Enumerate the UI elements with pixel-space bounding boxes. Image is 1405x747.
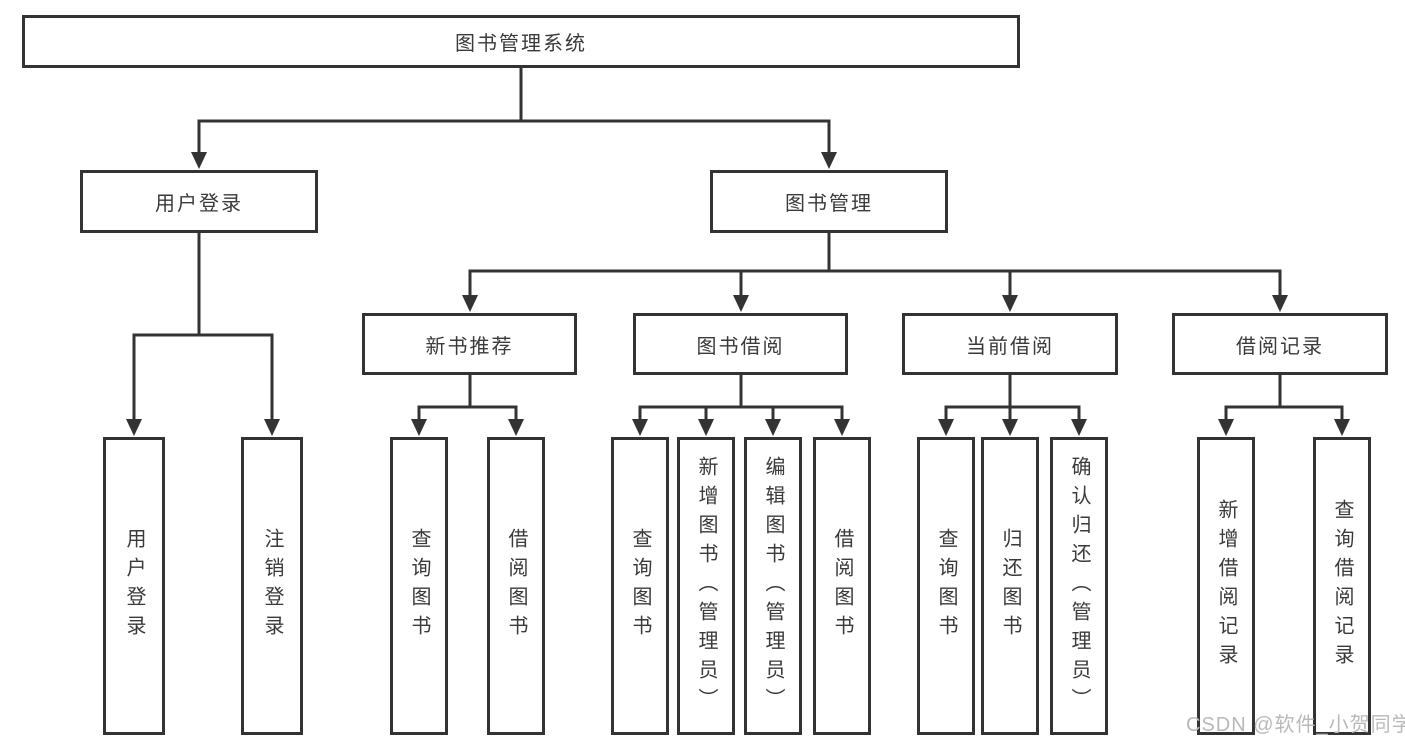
- node-user-login: 用户登录: [80, 170, 318, 233]
- leaf-add-books-admin-label: 新增图书（管理员）: [695, 455, 717, 717]
- leaf-confirm-return-admin: 确认归还（管理员）: [1050, 437, 1108, 735]
- connector-arrowheads: [126, 152, 1350, 436]
- leaf-add-borrow-record-label: 新增借阅记录: [1215, 499, 1237, 673]
- leaf-edit-books-admin-label: 编辑图书（管理员）: [762, 455, 784, 717]
- leaf-return-books-label: 归还图书: [999, 528, 1021, 644]
- leaf-return-books: 归还图书: [981, 437, 1039, 735]
- leaf-query-borrow-record-label: 查询借阅记录: [1331, 499, 1353, 673]
- node-root-label: 图书管理系统: [455, 33, 587, 55]
- node-book-management-label: 图书管理: [785, 193, 873, 215]
- leaf-borrow-borrow-books-label: 借阅图书: [831, 528, 853, 644]
- node-root: 图书管理系统: [22, 15, 1020, 68]
- leaf-user-login-label: 用户登录: [123, 528, 145, 644]
- leaf-newbook-query-books-label: 查询图书: [408, 528, 430, 644]
- leaf-newbook-borrow-books: 借阅图书: [487, 437, 545, 735]
- leaf-add-books-admin: 新增图书（管理员）: [677, 437, 735, 735]
- leaf-logout-label: 注销登录: [261, 528, 283, 644]
- node-new-book-recommend: 新书推荐: [362, 313, 577, 375]
- node-user-login-label: 用户登录: [155, 193, 243, 215]
- node-new-book-recommend-label: 新书推荐: [425, 335, 514, 358]
- leaf-current-query-books: 查询图书: [917, 437, 975, 735]
- node-book-borrow: 图书借阅: [633, 313, 848, 375]
- node-borrow-records-label: 借阅记录: [1236, 335, 1324, 358]
- leaf-user-login: 用户登录: [103, 437, 165, 735]
- watermark: CSDN @软件_小贺同学: [1186, 714, 1405, 736]
- node-book-borrow-label: 图书借阅: [696, 335, 785, 358]
- leaf-current-query-books-label: 查询图书: [935, 528, 957, 644]
- leaf-newbook-borrow-books-label: 借阅图书: [505, 528, 527, 644]
- node-borrow-records: 借阅记录: [1172, 313, 1388, 375]
- leaf-add-borrow-record: 新增借阅记录: [1197, 437, 1255, 735]
- leaf-logout: 注销登录: [241, 437, 303, 735]
- leaf-borrow-query-books-label: 查询图书: [629, 528, 651, 644]
- leaf-borrow-borrow-books: 借阅图书: [813, 437, 871, 735]
- leaf-newbook-query-books: 查询图书: [390, 437, 448, 735]
- node-current-borrow: 当前借阅: [902, 313, 1118, 375]
- leaf-edit-books-admin: 编辑图书（管理员）: [744, 437, 802, 735]
- node-current-borrow-label: 当前借阅: [966, 335, 1054, 358]
- leaf-borrow-query-books: 查询图书: [611, 437, 669, 735]
- connector-paths: [132, 68, 1344, 421]
- leaf-query-borrow-record: 查询借阅记录: [1313, 437, 1371, 735]
- node-book-management: 图书管理: [710, 170, 948, 233]
- leaf-confirm-return-admin-label: 确认归还（管理员）: [1068, 455, 1090, 717]
